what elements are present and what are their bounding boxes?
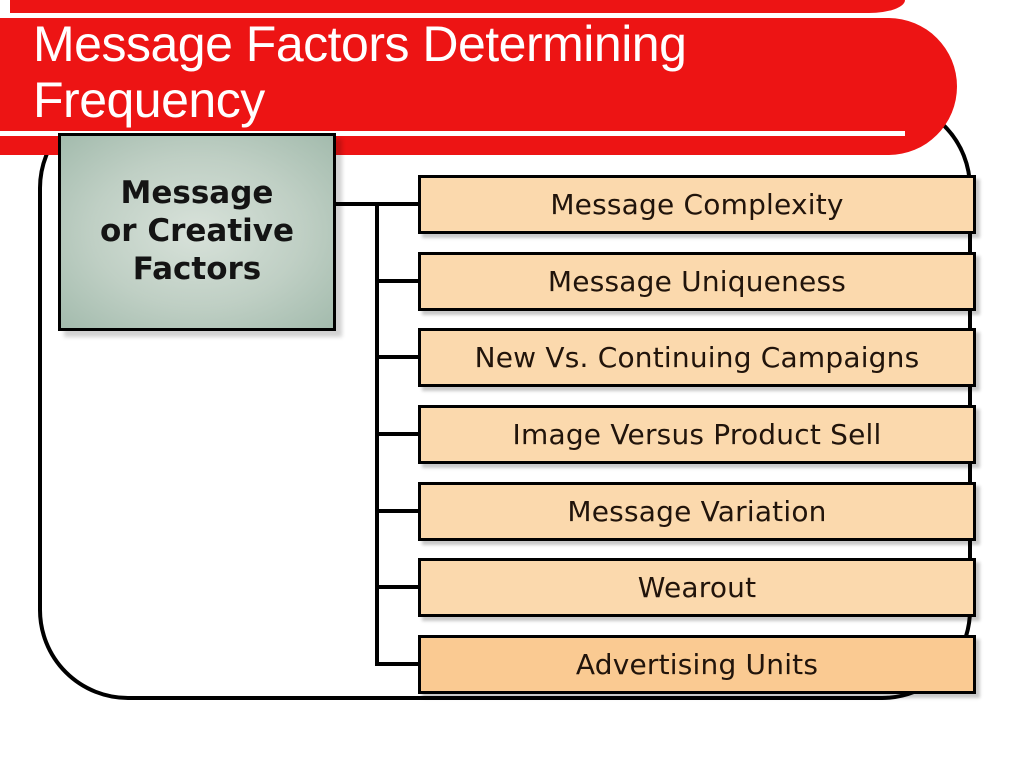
source-box-label: Message or Creative Factors xyxy=(99,175,295,287)
connector-stub-5 xyxy=(375,509,419,513)
connector-stub-7 xyxy=(375,662,419,666)
factor-box-label: Image Versus Product Sell xyxy=(512,418,882,451)
factor-box-wearout: Wearout xyxy=(418,558,976,617)
title-underline xyxy=(0,131,905,136)
factor-box-message-uniqueness: Message Uniqueness xyxy=(418,252,976,311)
factor-box-label: Advertising Units xyxy=(575,648,819,681)
factor-box-label: New Vs. Continuing Campaigns xyxy=(474,341,920,374)
factor-box-label: Wearout xyxy=(637,571,757,604)
factor-box-label: Message Complexity xyxy=(550,188,844,221)
factor-box-message-variation: Message Variation xyxy=(418,482,976,541)
connector-stub-6 xyxy=(375,585,419,589)
banner-top-strip xyxy=(10,0,905,13)
factor-box-advertising-units: Advertising Units xyxy=(418,635,976,694)
source-box-message-or-creative-factors: Message or Creative Factors xyxy=(58,133,336,331)
factor-box-label: Message Uniqueness xyxy=(547,265,847,298)
connector-stub-2 xyxy=(375,279,419,283)
connector-stub-4 xyxy=(375,432,419,436)
factor-box-image-versus-product-sell: Image Versus Product Sell xyxy=(418,405,976,464)
factor-box-new-vs-continuing-campaigns: New Vs. Continuing Campaigns xyxy=(418,328,976,387)
factor-box-message-complexity: Message Complexity xyxy=(418,175,976,234)
slide-title: Message Factors Determining Frequency xyxy=(33,16,687,128)
connector-stub-3 xyxy=(375,355,419,359)
connector-source-to-box-1 xyxy=(335,202,419,206)
factor-box-label: Message Variation xyxy=(567,495,827,528)
